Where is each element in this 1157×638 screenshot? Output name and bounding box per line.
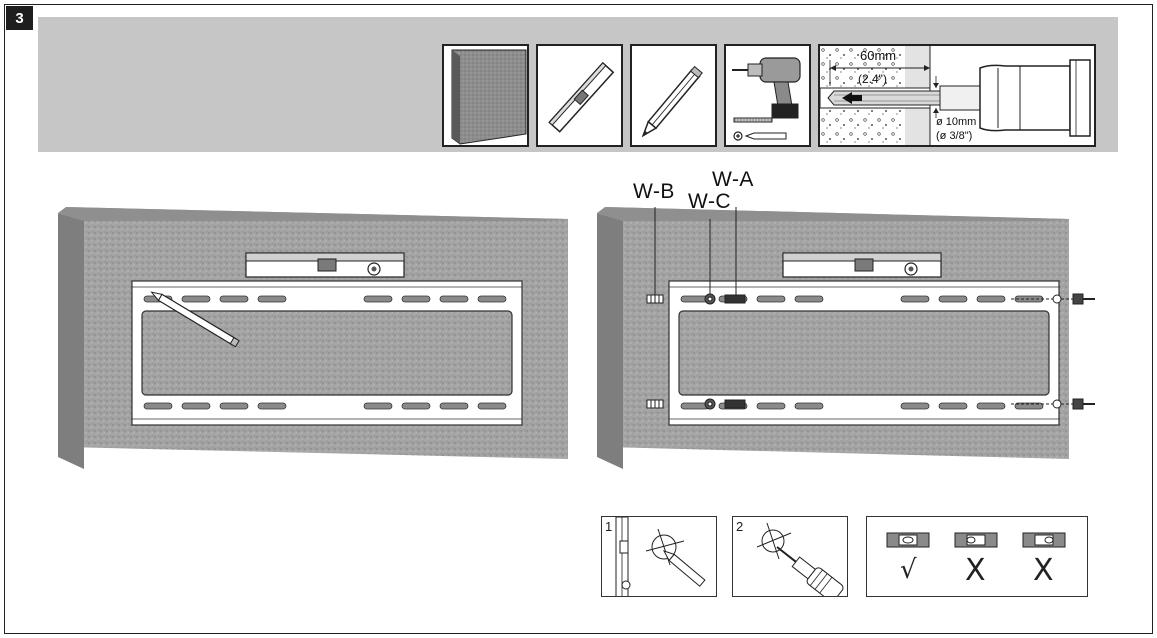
drill-icon (732, 57, 801, 141)
spirit-level-panel (536, 44, 623, 147)
anchoring-illustration: W-B W-C W-A (597, 168, 1109, 477)
pencil-panel (630, 44, 717, 147)
wall-with-bracket-right (597, 199, 1095, 469)
level-bubble-icons (886, 532, 1066, 548)
substep-mark-panel: 1 (601, 516, 717, 597)
wall-label-w-a: W-A (712, 168, 754, 191)
drill-diameter-metric: ø 10mm (936, 116, 977, 128)
drill-depth-diagram (820, 46, 1091, 145)
substep-drill-panel: 2 (732, 516, 848, 597)
tools-band: 60mm (2.4") ø 10mm (ø 3/8") (38, 17, 1118, 152)
mark-hole-detail (615, 517, 706, 596)
wall-with-bracket-left (58, 207, 568, 469)
drill-depth-imperial: (2.4") (858, 72, 887, 86)
marking-illustration (58, 207, 570, 477)
wall-material-icon (451, 49, 527, 145)
instruction-frame (4, 4, 1153, 634)
step-number-badge: 3 (6, 6, 33, 30)
wall-material-panel (442, 44, 529, 147)
substep-number-2: 2 (736, 519, 744, 534)
substep-number-1: 1 (605, 519, 613, 534)
drill-depth-metric: 60mm (860, 48, 897, 63)
drill-panel (724, 44, 811, 147)
level-check-panel: √ X X (866, 516, 1088, 597)
drill-hole-detail (756, 522, 844, 596)
drill-diameter-imperial: (ø 3/8") (936, 130, 973, 142)
level-check-wrong-1: X (965, 553, 986, 588)
spirit-level-icon (548, 61, 615, 133)
drill-depth-panel: 60mm (2.4") ø 10mm (ø 3/8") (818, 44, 1096, 147)
wall-label-w-b: W-B (633, 180, 675, 203)
pencil-icon (641, 65, 703, 138)
wall-label-w-c: W-C (688, 190, 732, 213)
level-check-wrong-2: X (1033, 553, 1054, 588)
level-check-correct: √ (900, 555, 917, 585)
